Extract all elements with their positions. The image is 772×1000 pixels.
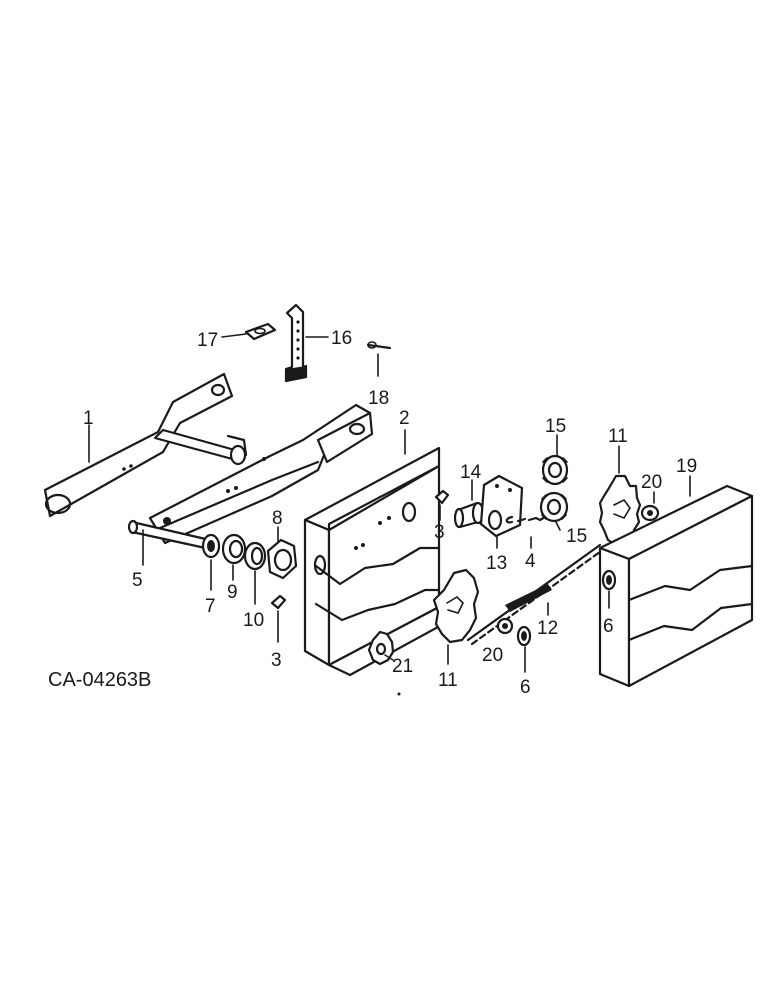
stray-dot: [397, 692, 401, 696]
callout-3-upper: 3: [434, 522, 445, 543]
callout-6-lower: 6: [520, 677, 531, 698]
part-11-sprocket-rear: [598, 445, 642, 547]
callout-20-upper: 20: [641, 472, 662, 493]
part-5-shaft: [127, 519, 212, 566]
callout-10: 10: [243, 610, 264, 631]
callout-15-upper: 15: [545, 416, 566, 437]
part-16-bracket: [284, 303, 329, 383]
part-3-key-lower: [270, 594, 287, 643]
part-17-plate: [221, 322, 277, 341]
callout-5: 5: [132, 570, 143, 591]
callout-18: 18: [368, 388, 389, 409]
part-18-pin: [366, 341, 392, 377]
part-14-bushing: [453, 479, 485, 529]
part-8-flange: [266, 526, 298, 580]
callout-9: 9: [227, 582, 238, 603]
callout-15-lower: 15: [566, 526, 587, 547]
part-7-collar: [201, 533, 221, 591]
callout-16: 16: [331, 328, 352, 349]
part-2-channel-housing: [303, 429, 462, 677]
callout-8: 8: [272, 508, 283, 529]
callout-20-lower: 20: [482, 645, 503, 666]
callout-17: 17: [197, 330, 218, 351]
part-6-washer-lower: [516, 625, 532, 673]
part-20-nut-lower: [496, 617, 514, 635]
part-11-sprocket-front: [432, 568, 480, 665]
callout-3-lower: 3: [271, 650, 282, 671]
part-13-idler-plate: [479, 474, 524, 549]
callout-13: 13: [486, 553, 507, 574]
callout-14: 14: [460, 462, 482, 483]
part-1-frame-arm: [43, 372, 374, 545]
callout-19: 19: [676, 456, 697, 477]
callout-11-upper: 11: [608, 426, 628, 447]
part-6-washer-upper: [601, 569, 617, 609]
callout-12: 12: [537, 618, 558, 639]
reference-code: CA-04263B: [48, 669, 151, 691]
part-21-small-sprocket: [367, 630, 395, 666]
callout-7: 7: [205, 596, 216, 617]
callout-21: 21: [392, 656, 413, 677]
callout-1: 1: [83, 408, 94, 429]
part-20-nut-upper: [640, 491, 660, 522]
part-15-idler-sprocket-lower: [539, 491, 569, 531]
part-10-washer: [243, 541, 267, 605]
callout-4: 4: [525, 551, 536, 572]
part-9-bearing: [221, 533, 247, 581]
part-15-idler-sprocket-upper: [541, 434, 569, 486]
part-3-key-upper: [434, 489, 450, 521]
callout-6-upper: 6: [603, 616, 614, 637]
callout-2: 2: [399, 408, 410, 429]
part-12-chain: [466, 543, 606, 646]
callout-11-lower: 11: [438, 670, 458, 691]
